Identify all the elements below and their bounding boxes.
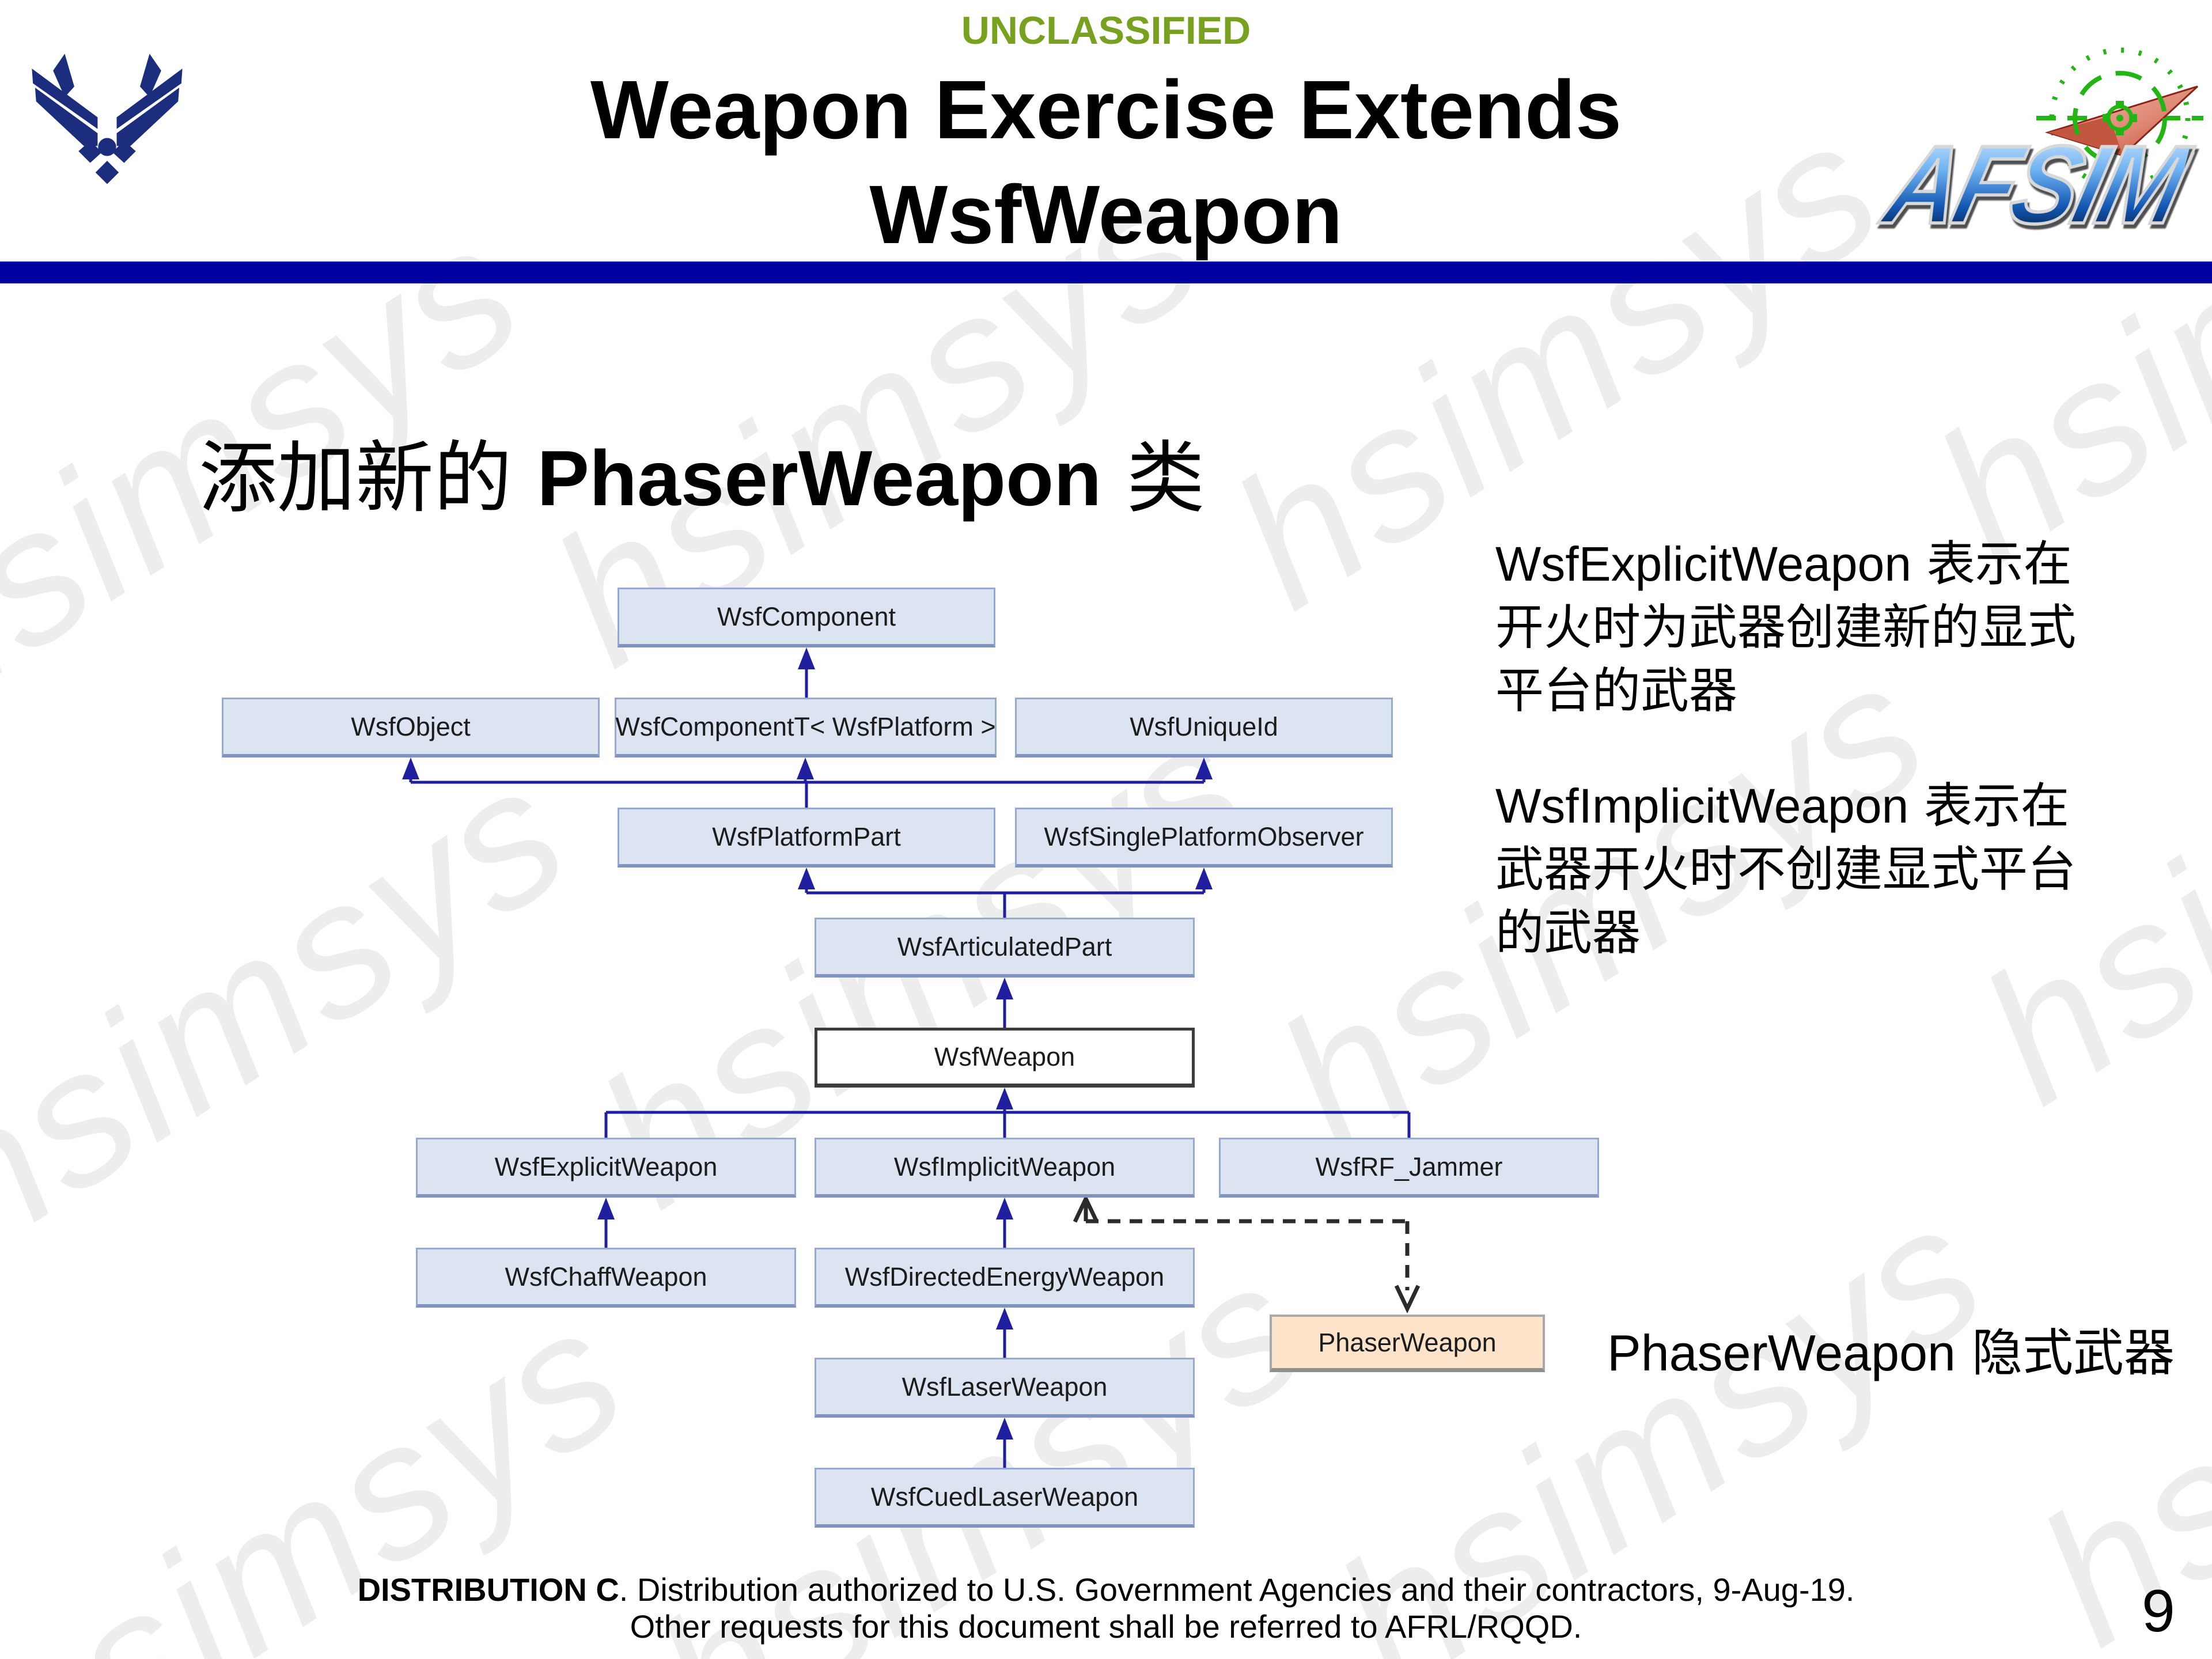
class-box-wsfdirectedenergyweapon: WsfDirectedEnergyWeapon xyxy=(815,1248,1195,1308)
class-box-wsflaserweapon: WsfLaserWeapon xyxy=(815,1358,1195,1418)
class-box-label: WsfArticulatedPart xyxy=(897,931,1112,961)
class-box-wsfimplicitweapon: WsfImplicitWeapon xyxy=(815,1138,1195,1198)
annotation-explicit-weapon: WsfExplicitWeapon 表示在开火时为武器创建新的显式平台的武器 xyxy=(1495,532,2106,722)
class-box-label: WsfDirectedEnergyWeapon xyxy=(844,1262,1165,1291)
annotation-term: PhaserWeapon xyxy=(1607,1324,1956,1381)
annotation-desc: 表示在开火时为武器创建新的显式平台的武器 xyxy=(1495,536,2077,719)
annotation-desc: 隐式武器 xyxy=(1956,1323,2175,1382)
class-box-wsfcomponent: WsfComponent xyxy=(618,588,995,647)
distribution-label: DISTRIBUTION C xyxy=(357,1571,619,1608)
page-number: 9 xyxy=(2142,1578,2175,1645)
slide-title: Weapon Exercise Extends WsfWeapon xyxy=(0,58,2212,267)
section-heading: 添加新的 PhaserWeapon 类 xyxy=(199,415,1205,528)
class-box-label: WsfComponentT< WsfPlatform > xyxy=(615,711,996,741)
header-accent-bar xyxy=(0,262,2212,283)
class-box-phaserweapon: PhaserWeapon xyxy=(1270,1315,1545,1372)
class-box-label: WsfWeapon xyxy=(934,1042,1075,1071)
class-box-label: WsfExplicitWeapon xyxy=(494,1152,718,1181)
classification-banner: UNCLASSIFIED xyxy=(961,9,1251,52)
class-box-wsfplatformpart: WsfPlatformPart xyxy=(618,808,995,868)
inheritance-lines xyxy=(409,668,1411,1468)
class-box-label: WsfChaffWeapon xyxy=(505,1262,707,1291)
class-box-wsfarticulatedpart: WsfArticulatedPart xyxy=(815,918,1195,978)
section-heading-classname: PhaserWeapon xyxy=(537,434,1102,522)
distribution-line1: DISTRIBUTION C. Distribution authorized … xyxy=(0,1571,2212,1608)
distribution-statement: DISTRIBUTION C. Distribution authorized … xyxy=(0,1571,2212,1645)
section-heading-prefix: 添加新的 xyxy=(199,433,537,524)
distribution-line1-rest: . Distribution authorized to U.S. Govern… xyxy=(619,1571,1855,1608)
slide-title-line2: WsfWeapon xyxy=(869,168,1343,261)
class-box-wsfobject: WsfObject xyxy=(222,698,600,757)
class-box-label: WsfRF_Jammer xyxy=(1315,1152,1503,1181)
afsim-logo-text: AFSIM xyxy=(1873,121,2198,249)
class-box-wsfcuedlaserweapon: WsfCuedLaserWeapon xyxy=(815,1468,1195,1528)
annotation-desc: 表示在武器开火时不创建显式平台的武器 xyxy=(1495,778,2077,961)
class-box-wsfrf-jammer: WsfRF_Jammer xyxy=(1219,1138,1599,1198)
slide-title-line1: Weapon Exercise Extends xyxy=(590,63,1622,156)
class-box-label: WsfCuedLaserWeapon xyxy=(870,1482,1139,1512)
annotation-term: WsfExplicitWeapon xyxy=(1495,537,1912,591)
class-box-label: WsfUniqueId xyxy=(1130,711,1278,741)
afsim-reticle-plane-icon xyxy=(2036,47,2203,189)
class-box-wsfchaffweapon: WsfChaffWeapon xyxy=(416,1248,796,1308)
class-box-label: WsfPlatformPart xyxy=(712,821,901,851)
class-box-label: WsfImplicitWeapon xyxy=(893,1152,1116,1181)
class-box-label: WsfObject xyxy=(351,711,471,741)
inheritance-arrowheads xyxy=(402,647,1213,1440)
class-box-label: WsfSinglePlatformObserver xyxy=(1044,821,1364,851)
annotation-phaser-weapon: PhaserWeapon 隐式武器 xyxy=(1607,1312,2175,1385)
class-box-wsfexplicitweapon: WsfExplicitWeapon xyxy=(416,1138,796,1198)
section-heading-suffix: 类 xyxy=(1101,433,1205,524)
class-box-label: WsfLaserWeapon xyxy=(902,1372,1108,1402)
phaser-dashed-connector xyxy=(1073,1194,1421,1314)
class-box-wsfsingleplatformobserver: WsfSinglePlatformObserver xyxy=(1015,808,1393,868)
afsim-logo: AFSIM xyxy=(1873,47,2203,248)
annotation-term: WsfImplicitWeapon xyxy=(1495,779,1909,833)
distribution-line2: Other requests for this document shall b… xyxy=(630,1608,1582,1645)
annotation-implicit-weapon: WsfImplicitWeapon 表示在武器开火时不创建显式平台的武器 xyxy=(1495,774,2106,964)
class-box-label: WsfComponent xyxy=(717,601,896,631)
usaf-wings-logo-icon xyxy=(32,54,183,184)
class-box-label: PhaserWeapon xyxy=(1318,1327,1497,1357)
class-box-wsfweapon: WsfWeapon xyxy=(815,1028,1195,1088)
class-box-wsfcomponentt: WsfComponentT< WsfPlatform > xyxy=(615,698,997,757)
class-box-wsfuniqueid: WsfUniqueId xyxy=(1015,698,1393,757)
